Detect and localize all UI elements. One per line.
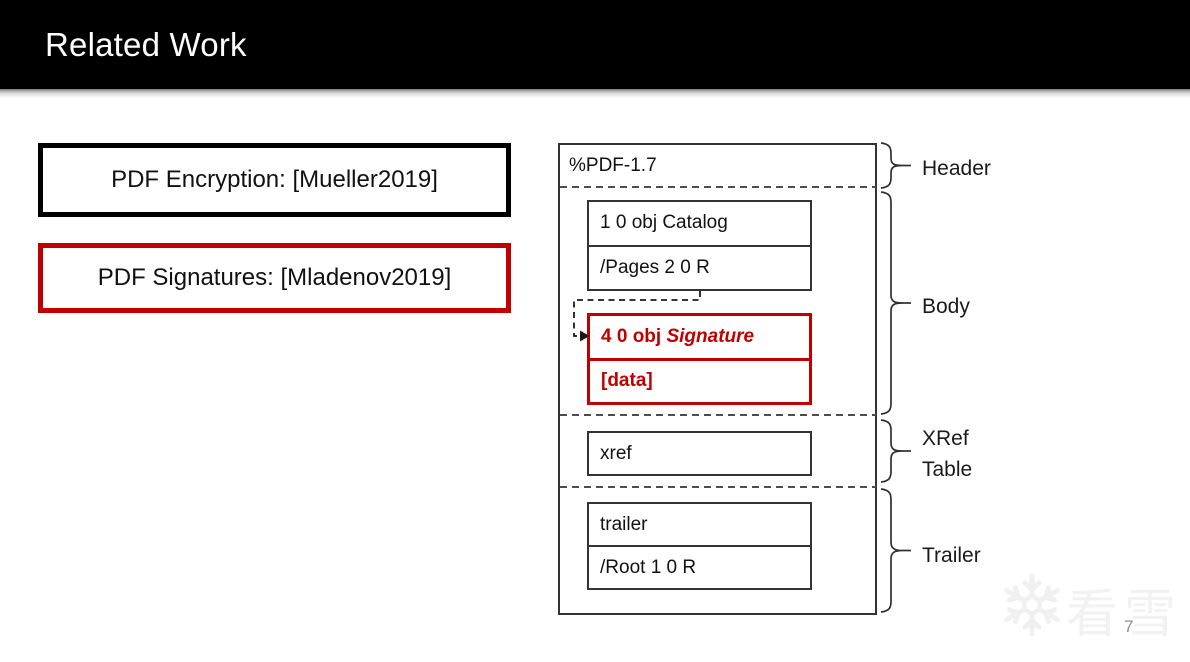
reference-box-signatures: PDF Signatures: [Mladenov2019] [38, 243, 511, 313]
signature-object-emphasis: Signature [666, 325, 755, 347]
title-bar: Related Work [0, 0, 1190, 89]
trailer-object-row2: /Root 1 0 R [600, 556, 697, 578]
signature-object-row2: [data] [601, 370, 653, 392]
watermark-text: 看雪 [1066, 586, 1183, 644]
page-title: Related Work [45, 25, 247, 63]
section-label-header: Header [922, 157, 991, 180]
snowflake-icon [1004, 573, 1060, 637]
trailer-object-row1: trailer [589, 504, 810, 547]
body-brace [880, 191, 903, 415]
catalog-object-row2: /Pages 2 0 R [600, 256, 710, 278]
signature-object-row1: 4 0 obj Signature [590, 316, 809, 361]
pdf-version-text: %PDF-1.7 [569, 155, 657, 176]
signature-object-box: 4 0 obj Signature [data] [587, 313, 812, 405]
signature-object-prefix: 4 0 obj [601, 325, 667, 347]
catalog-object-row1: 1 0 obj Catalog [589, 202, 810, 247]
section-label-xref-table: XRef Table [922, 427, 973, 481]
xref-object-row1: xref [600, 442, 632, 464]
reference-box-signatures-label: PDF Signatures: [Mladenov2019] [97, 264, 452, 291]
title-bar-shadow [0, 89, 1190, 98]
catalog-object-box: 1 0 obj Catalog /Pages 2 0 R [587, 200, 812, 291]
header-brace [880, 142, 903, 189]
section-label-trailer: Trailer [922, 544, 981, 567]
page-number: 7 [1124, 617, 1134, 636]
xref-object-box: xref [587, 431, 812, 476]
trailer-object-box: trailer /Root 1 0 R [587, 502, 812, 590]
reference-box-encryption-label: PDF Encryption: [Mueller2019] [111, 166, 438, 193]
trailer-brace [880, 488, 903, 613]
xref-brace [880, 419, 903, 483]
reference-box-encryption: PDF Encryption: [Mueller2019] [38, 143, 511, 217]
section-label-body: Body [922, 295, 970, 318]
